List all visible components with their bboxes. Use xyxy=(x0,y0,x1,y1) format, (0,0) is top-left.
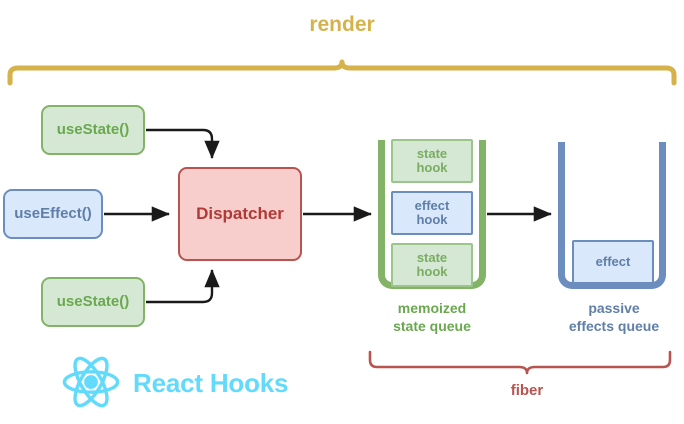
passive-effects-queue-container xyxy=(558,142,666,289)
react-hooks-wordmark: React Hooks xyxy=(133,368,289,398)
useeffect-box[interactable]: useEffect() xyxy=(3,189,103,239)
memoized-queue-item-state-hook-1[interactable]: state hook xyxy=(391,139,473,183)
render-brace xyxy=(7,59,677,86)
usestate-bottom-box[interactable]: useState() xyxy=(41,277,145,327)
memoized-state-queue-caption: memoized state queue xyxy=(393,300,471,334)
memoized-queue-item-state-hook-2[interactable]: state hook xyxy=(391,243,473,287)
memoized-queue-item-effect-hook[interactable]: effect hook xyxy=(391,191,473,235)
dispatcher-box[interactable]: Dispatcher xyxy=(178,167,302,261)
passive-queue-item-effect[interactable]: effect xyxy=(572,240,654,284)
fiber-brace xyxy=(368,350,672,375)
fiber-brace-label: fiber xyxy=(510,382,544,399)
render-brace-label: render xyxy=(309,13,375,36)
usestate-top-box[interactable]: useState() xyxy=(41,105,145,155)
passive-effects-queue-caption: passive effects queue xyxy=(568,300,660,334)
react-atom-icon xyxy=(62,356,120,408)
